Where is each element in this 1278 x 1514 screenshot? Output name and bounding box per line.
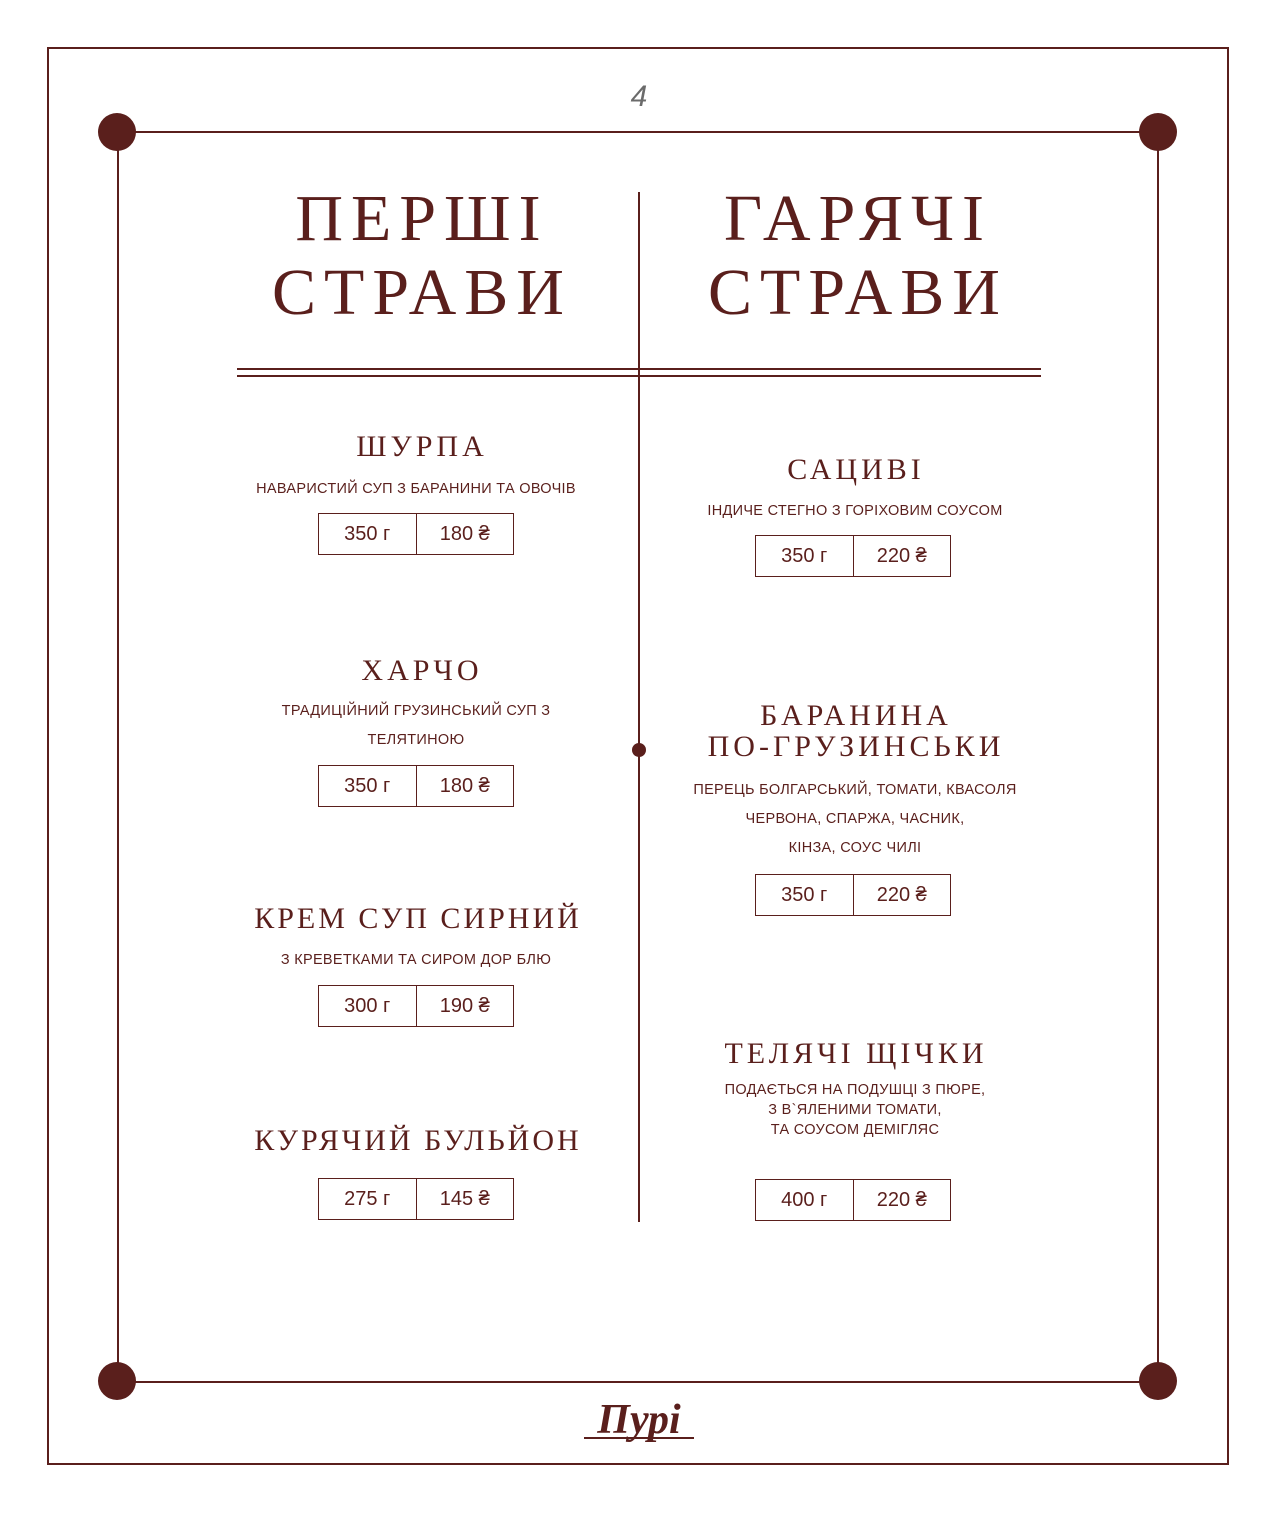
dish-weight: 300 г xyxy=(344,994,391,1017)
dish-name: ТЕЛЯЧІ ЩІЧКИ xyxy=(724,1037,988,1070)
left-title-line1: ПЕРШІ xyxy=(295,182,549,255)
left-title-line2: СТРАВИ xyxy=(272,256,572,329)
center-divider-dot xyxy=(632,743,646,757)
title-rule-bottom xyxy=(237,375,1041,377)
dish-price: 190 ₴ xyxy=(415,986,514,1026)
price-box: 350 г 180 ₴ xyxy=(318,513,514,555)
dish-desc: ТРАДИЦІЙНИЙ ГРУЗИНСЬКИЙ СУП З xyxy=(281,703,551,719)
dish-name: САЦИВІ xyxy=(787,453,925,486)
dish-price: 220 ₴ xyxy=(852,536,951,576)
dish-desc: ПЕРЕЦЬ БОЛГАРСЬКИЙ, ТОМАТИ, КВАСОЛЯ xyxy=(693,782,1017,798)
dish-name: ПО-ГРУЗИНСЬКИ xyxy=(707,730,1005,763)
dish-name: ХАРЧО xyxy=(361,654,483,687)
price-box: 350 г 220 ₴ xyxy=(755,535,951,577)
dish-name: КУРЯЧИЙ БУЛЬЙОН xyxy=(254,1124,582,1157)
title-rule-top xyxy=(237,368,1041,370)
corner-dot-top-right xyxy=(1139,113,1177,151)
brand-logo: Пурі xyxy=(597,1397,681,1443)
dish-weight: 350 г xyxy=(344,522,391,545)
dish-weight: 350 г xyxy=(781,544,828,567)
inner-frame-top xyxy=(117,131,1160,133)
center-divider xyxy=(638,192,640,1222)
dish-price: 145 ₴ xyxy=(415,1179,514,1219)
dish-desc: ЧЕРВОНА, СПАРЖА, ЧАСНИК, xyxy=(745,811,965,827)
dish-weight: 275 г xyxy=(344,1187,391,1210)
right-title-line2: СТРАВИ xyxy=(708,256,1008,329)
dish-desc: КІНЗА, СОУС ЧИЛІ xyxy=(788,840,922,856)
dish-desc: З КРЕВЕТКАМИ ТА СИРОМ ДОР БЛЮ xyxy=(280,952,552,968)
dish-weight: 350 г xyxy=(344,774,391,797)
page-number: 4 xyxy=(630,80,648,113)
corner-dot-top-left xyxy=(98,113,136,151)
left-section-title: ПЕРШІ СТРАВИ xyxy=(222,182,622,330)
dish-price: 220 ₴ xyxy=(852,875,951,915)
dish-desc: ІНДИЧЕ СТЕГНО З ГОРІХОВИМ СОУСОМ xyxy=(707,503,1003,519)
inner-frame-bottom xyxy=(117,1381,1160,1383)
dish-desc: З В`ЯЛЕНИМИ ТОМАТИ, xyxy=(768,1102,942,1118)
dish-desc: ПОДАЄТЬСЯ НА ПОДУШЦІ З ПЮРЕ, xyxy=(724,1082,986,1098)
outer-frame xyxy=(47,47,1229,1465)
dish-name: ШУРПА xyxy=(356,430,488,463)
dish-weight: 350 г xyxy=(781,883,828,906)
dish-weight: 400 г xyxy=(781,1188,828,1211)
inner-frame-left xyxy=(117,131,119,1383)
dish-price: 220 ₴ xyxy=(852,1180,951,1220)
dish-desc: НАВАРИСТИЙ СУП З БАРАНИНИ ТА ОВОЧІВ xyxy=(256,481,576,497)
corner-dot-bottom-right xyxy=(1139,1362,1177,1400)
corner-dot-bottom-left xyxy=(98,1362,136,1400)
price-box: 350 г 220 ₴ xyxy=(755,874,951,916)
price-box: 400 г 220 ₴ xyxy=(755,1179,951,1221)
price-box: 275 г 145 ₴ xyxy=(318,1178,514,1220)
dish-name: КРЕМ СУП СИРНИЙ xyxy=(254,902,582,935)
inner-frame-right xyxy=(1157,131,1159,1383)
dish-name: БАРАНИНА xyxy=(760,699,952,732)
dish-price: 180 ₴ xyxy=(415,766,514,806)
price-box: 350 г 180 ₴ xyxy=(318,765,514,807)
dish-price: 180 ₴ xyxy=(415,514,514,554)
right-title-line1: ГАРЯЧІ xyxy=(723,182,993,255)
logo-underline xyxy=(584,1437,694,1439)
dish-desc: ТЕЛЯТИНОЮ xyxy=(367,732,465,748)
right-section-title: ГАРЯЧІ СТРАВИ xyxy=(658,182,1058,330)
price-box: 300 г 190 ₴ xyxy=(318,985,514,1027)
dish-desc: ТА СОУСОМ ДЕМІГЛЯС xyxy=(770,1122,940,1138)
